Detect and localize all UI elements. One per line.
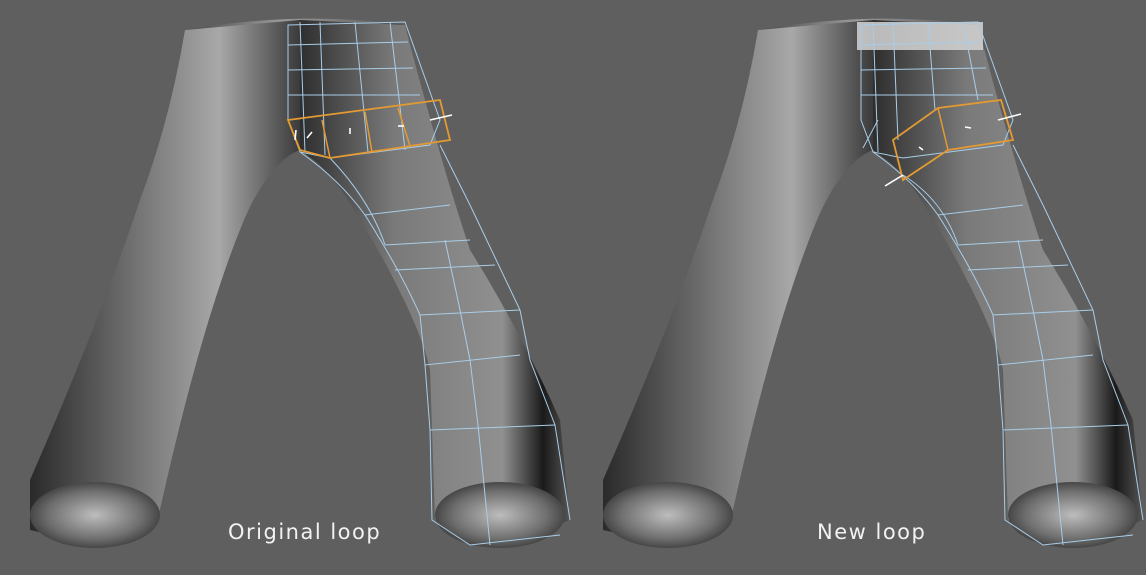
caption-new-loop: New loop [817,520,927,544]
top-highlight [857,22,983,50]
mesh-left-leg [30,20,300,535]
wireframe [287,21,571,546]
viewport-new-loop: New loop [573,0,1146,575]
direction-arrows [884,113,1022,187]
crotch-gap [160,152,432,530]
mesh-right-leg [873,20,1143,535]
crotch-gap [733,152,1005,530]
right-leg-opening [1008,482,1138,548]
selected-edge-loop [286,99,452,159]
left-leg-opening [603,482,733,548]
left-leg-opening [30,482,160,548]
direction-arrows [294,114,453,141]
pants-mesh-new [603,18,1144,548]
wireframe [860,21,1144,546]
right-leg-opening [435,482,565,548]
caption-original-loop: Original loop [228,520,382,544]
mesh-left-leg [603,20,873,535]
viewport-original-loop: Original loop [30,18,571,548]
pants-mesh-original [30,18,571,548]
